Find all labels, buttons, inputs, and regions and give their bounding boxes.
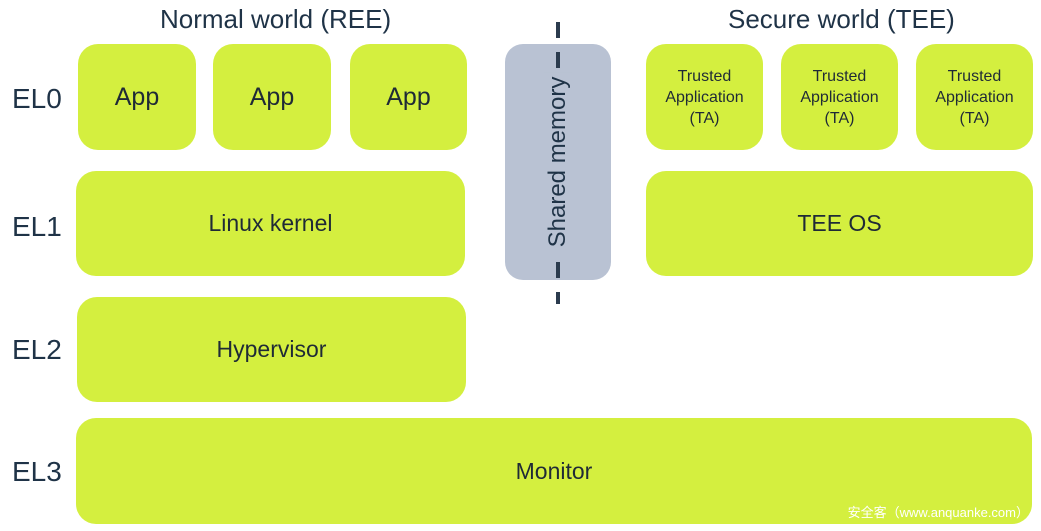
hypervisor-block: Hypervisor [77,297,466,402]
app-block: App [213,44,331,150]
linux-kernel-block: Linux kernel [76,171,465,276]
watermark-text: 安全客（www.anquanke.com） [847,505,1029,520]
el3-label: EL3 [12,456,62,487]
trusted-application-block: Trusted Application (TA) [916,44,1033,150]
shared-memory-label: Shared memory [544,72,572,252]
secure-world-heading: Secure world (TEE) [728,4,955,34]
normal-world-heading: Normal world (REE) [160,4,392,34]
trusted-application-block: Trusted Application (TA) [781,44,898,150]
app-block: App [350,44,467,150]
el1-label: EL1 [12,211,62,242]
monitor-block: Monitor [76,418,1032,524]
el2-label: EL2 [12,334,62,365]
el0-label: EL0 [12,83,62,114]
trusted-application-block: Trusted Application (TA) [646,44,763,150]
app-block: App [78,44,196,150]
tee-os-block: TEE OS [646,171,1033,276]
